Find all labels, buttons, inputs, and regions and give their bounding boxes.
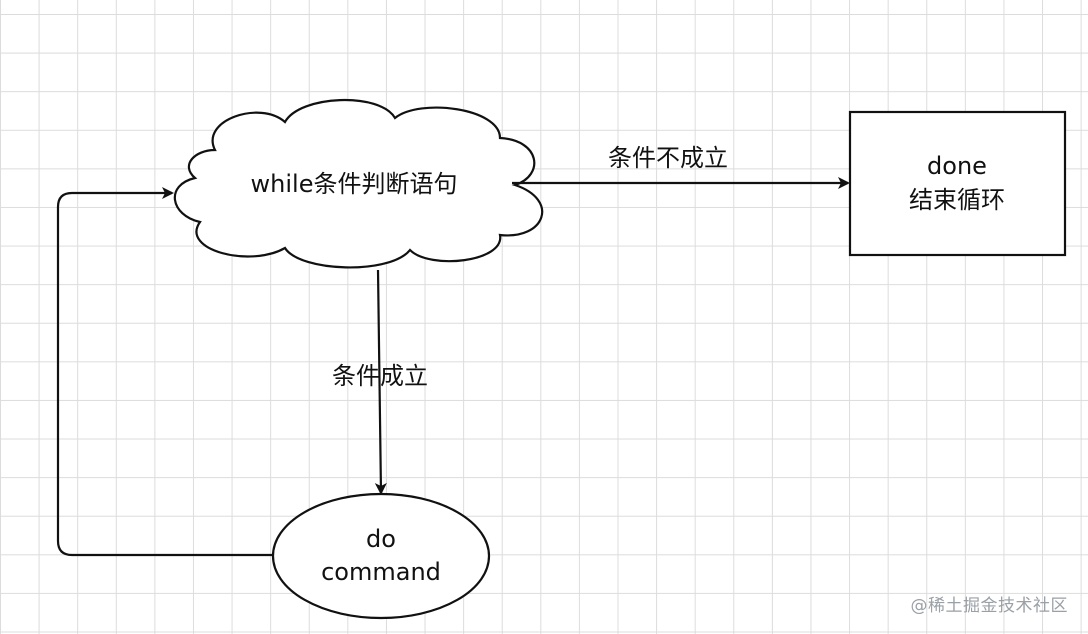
command-label: command (321, 558, 441, 586)
end-loop-label: 结束循环 (909, 186, 1005, 214)
do-ellipse (271, 492, 491, 620)
done-box (848, 110, 1067, 257)
do-command-node: do command (271, 492, 491, 620)
false-edge-label: 条件不成立 (608, 144, 728, 172)
true-edge-arrow (374, 269, 387, 495)
done-node: done 结束循环 (848, 110, 1067, 257)
do-label: do (366, 525, 396, 553)
watermark-text: @稀土掘金技术社区 (910, 596, 1068, 616)
true-edge: 条件成立 (332, 269, 428, 495)
done-label: done (927, 152, 987, 180)
while-condition-label: while条件判断语句 (251, 170, 458, 198)
false-edge: 条件不成立 (512, 144, 850, 189)
loop-back-edge (56, 187, 273, 557)
true-edge-label: 条件成立 (332, 362, 428, 390)
while-condition-node: while条件判断语句 (173, 99, 544, 269)
loop-back-arrow (56, 187, 273, 557)
cloud-shape (173, 99, 544, 269)
